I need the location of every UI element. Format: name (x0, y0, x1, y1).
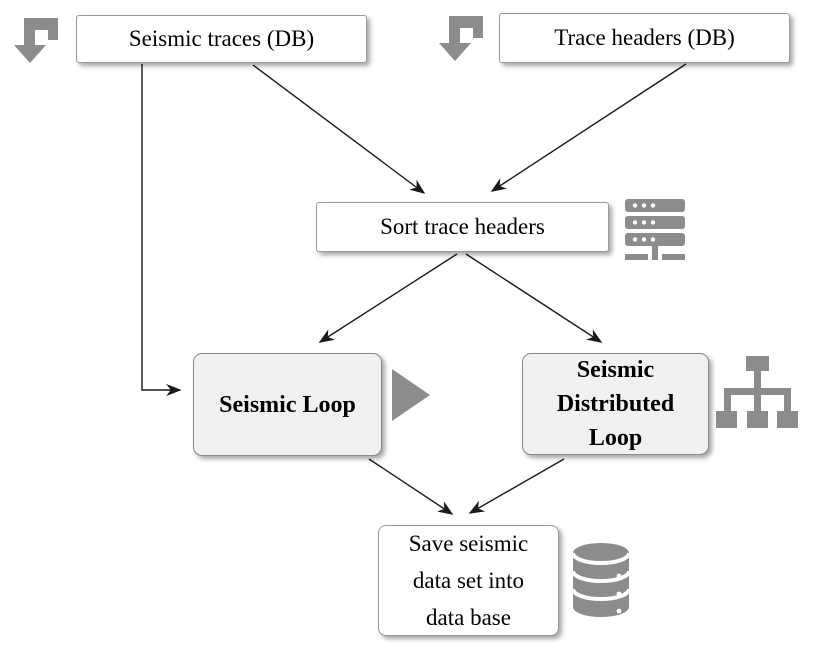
edge-loop-to-save (368, 458, 454, 515)
server-icon (625, 199, 685, 260)
node-sort-trace-headers: Sort trace headers (316, 202, 609, 252)
edge-sort-to-loop (318, 253, 458, 343)
node-seismic-traces: Seismic traces (DB) (76, 15, 367, 63)
database-icon (571, 543, 631, 617)
edge-headers-to-sort (490, 63, 687, 192)
hierarchy-icon (716, 356, 798, 428)
edge-dloop-to-save (468, 458, 565, 514)
node-seismic-distributed-loop: Seismic Distributed Loop (522, 353, 709, 455)
turn-down-arrow-icon (14, 18, 58, 63)
node-save-to-database: Save seismic data set into data base (378, 525, 559, 636)
turn-down-arrow-icon (439, 16, 483, 61)
play-icon (392, 369, 430, 421)
edge-sort-to-dloop (465, 253, 603, 343)
edge-traces-to-loop (141, 64, 182, 397)
node-trace-headers: Trace headers (DB) (499, 13, 790, 63)
edge-traces-to-sort (252, 64, 426, 194)
node-seismic-loop: Seismic Loop (193, 353, 382, 456)
